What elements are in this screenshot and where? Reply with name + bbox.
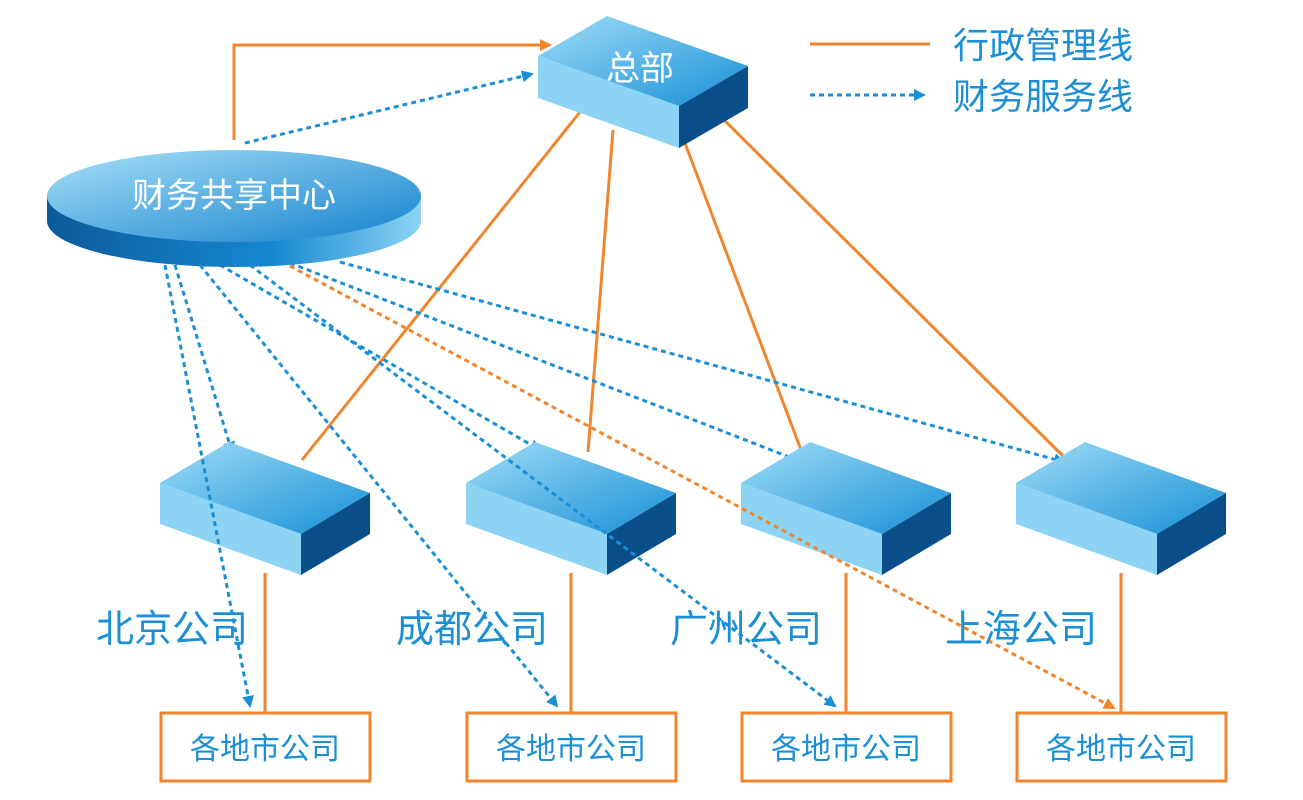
local-company-chengdu[interactable]: 各地市公司 [465, 711, 678, 783]
company-labels: 北京公司 成都公司 广州公司 上海公司 [96, 607, 1097, 651]
local-company-beijing[interactable]: 各地市公司 [159, 711, 372, 783]
finance-line-center-guangzhou [289, 261, 804, 464]
finance-line-center-beijing [173, 264, 235, 454]
admin-lines [232, 39, 1123, 712]
local-company-label: 各地市公司 [190, 732, 340, 767]
hq-label: 总部 [606, 49, 674, 89]
company-label-guangzhou: 广州公司 [670, 607, 822, 651]
legend-finance-label: 财务服务线 [953, 77, 1133, 118]
company-label-chengdu: 成都公司 [396, 607, 548, 651]
finance-line-center-beijing-local [163, 264, 254, 708]
local-company-label: 各地市公司 [496, 732, 646, 767]
company-label-shanghai: 上海公司 [945, 607, 1097, 651]
finance-line-center-hq [244, 70, 534, 145]
company-label-beijing: 北京公司 [96, 607, 248, 651]
finance-center-label: 财务共享中心 [132, 176, 336, 216]
admin-line-hq-guangzhou [678, 129, 805, 456]
company-box-shanghai[interactable] [1016, 442, 1226, 575]
admin-line-hq-beijing [300, 111, 582, 461]
admin-line-hq-chengdu [586, 129, 615, 453]
finance-center[interactable]: 财务共享中心 [47, 150, 421, 267]
company-box-chengdu[interactable] [466, 442, 676, 575]
legend: 行政管理线 财务服务线 [810, 26, 1133, 118]
admin-line-center-hq [232, 39, 552, 140]
finance-lines-local [163, 263, 1116, 710]
company-box-beijing[interactable] [160, 442, 370, 575]
legend-admin-label: 行政管理线 [953, 26, 1133, 67]
finance-line-center-chengdu-local [198, 264, 559, 708]
finance-line-center-shanghai [339, 260, 1066, 466]
local-company-guangzhou[interactable]: 各地市公司 [740, 711, 953, 783]
finance-line-center-chengdu [219, 263, 542, 452]
local-company-label: 各地市公司 [771, 732, 921, 767]
company-box-guangzhou[interactable] [741, 442, 951, 575]
local-company-label: 各地市公司 [1046, 732, 1196, 767]
finance-lines [173, 70, 1066, 466]
hq-box[interactable]: 总部 [538, 16, 748, 148]
local-company-shanghai[interactable]: 各地市公司 [1015, 711, 1228, 783]
finance-line-center-shanghai-local [289, 264, 1116, 710]
admin-line-hq-shanghai [714, 110, 1066, 459]
